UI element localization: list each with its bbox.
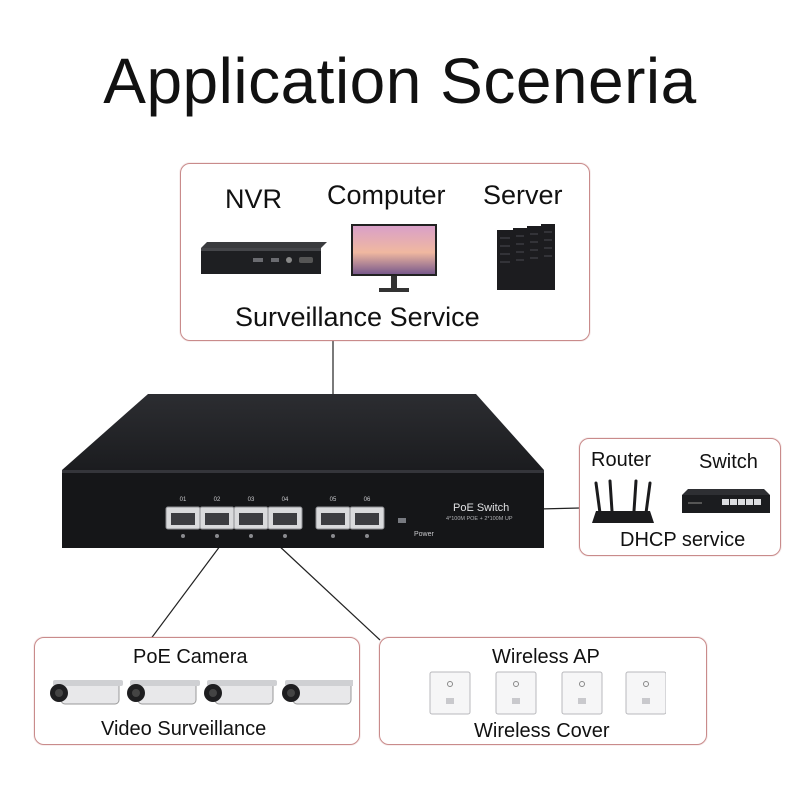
wireless-ap-icons <box>429 671 666 715</box>
computer-label: Computer <box>327 180 446 210</box>
port-number-3: 03 <box>248 497 255 503</box>
camera-icon-1 <box>50 680 123 705</box>
poe-switch-device: 01 02 03 04 05 06 Power PoE Switch 4*100… <box>62 394 544 548</box>
router-label: Router <box>591 449 652 471</box>
wireless-cover-caption: Wireless Cover <box>474 720 610 742</box>
port-number-4: 04 <box>282 497 289 503</box>
nvr-label: NVR <box>225 184 283 214</box>
wireless-cover-box: Wireless AP Wireless Cover <box>379 637 707 745</box>
nvr-icon <box>201 242 327 274</box>
port-number-1: 01 <box>180 497 187 503</box>
server-label: Server <box>483 180 563 210</box>
video-surveillance-caption: Video Surveillance <box>101 718 267 740</box>
surveillance-service-box: NVR Computer Server <box>180 163 590 341</box>
router-icon <box>592 479 654 523</box>
switch-brand-label: PoE Switch <box>453 502 509 514</box>
line-bottom-right <box>261 529 381 641</box>
switch-label: Switch <box>699 451 758 473</box>
port-number-2: 02 <box>214 497 221 503</box>
dhcp-service-box: Router Switch DHCP service <box>579 438 781 556</box>
camera-icon-2 <box>127 680 200 705</box>
small-switch-icon <box>682 489 770 513</box>
camera-icon-3 <box>204 680 277 705</box>
line-bottom-left <box>149 529 233 641</box>
wireless-ap-icon-3 <box>561 671 603 715</box>
dhcp-service-caption: DHCP service <box>620 529 746 551</box>
computer-icon <box>351 224 437 292</box>
switch-spec-label: 4*100M POE + 2*100M UP <box>446 516 513 522</box>
surveillance-service-caption: Surveillance Service <box>235 302 480 332</box>
wireless-ap-icon-1 <box>429 671 471 715</box>
power-led <box>398 518 406 523</box>
camera-icon-4 <box>282 680 353 705</box>
page-title: Application Sceneria <box>103 45 697 117</box>
poe-camera-label: PoE Camera <box>133 646 248 668</box>
port-number-6: 06 <box>364 497 371 503</box>
port-number-5: 05 <box>330 497 337 503</box>
wireless-ap-label: Wireless AP <box>492 646 600 668</box>
camera-icons <box>50 680 353 705</box>
wireless-ap-icon-4 <box>625 671 666 715</box>
video-surveillance-box: PoE Camera Video Surveillance <box>34 637 360 745</box>
switch-ports <box>165 506 385 538</box>
wireless-ap-icon-2 <box>495 671 537 715</box>
server-icon <box>497 224 555 290</box>
power-label: Power <box>414 531 435 538</box>
